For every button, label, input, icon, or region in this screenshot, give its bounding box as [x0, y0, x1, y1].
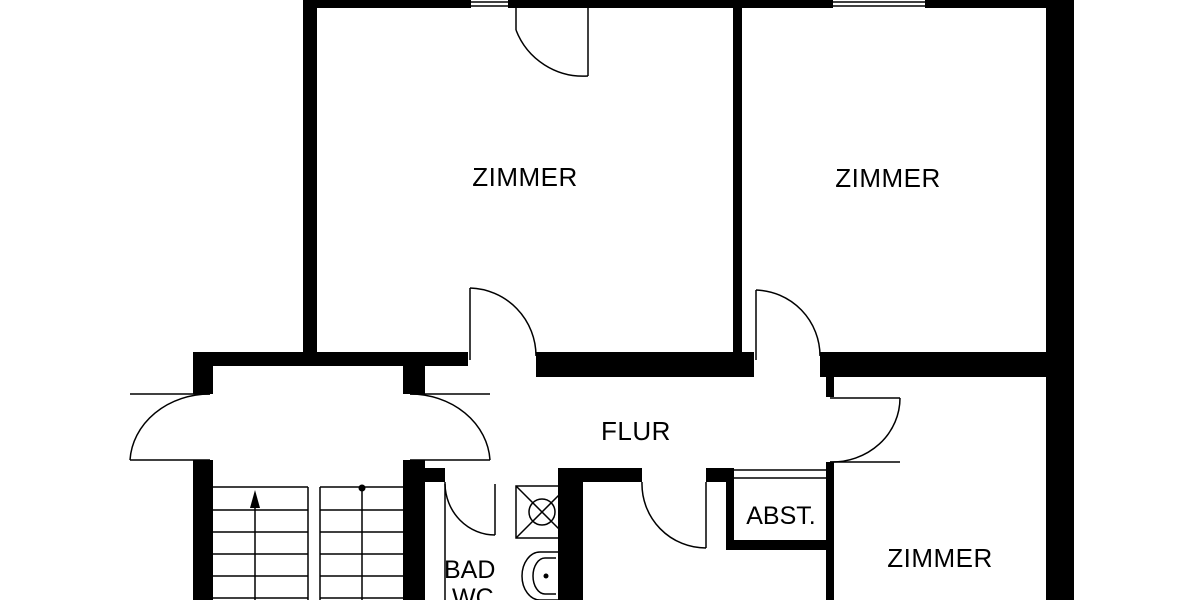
door-zimmer-left: [469, 287, 537, 360]
room-label-wc: WC: [452, 584, 494, 600]
walls: [193, 0, 1074, 600]
bath-fixtures: [515, 485, 569, 600]
room-labels: ZIMMER ZIMMER FLUR ZIMMER ABST. BAD WC: [444, 162, 993, 600]
door-lower-middle: [641, 481, 707, 549]
room-label-bad: BAD: [444, 556, 495, 584]
doors: [129, 8, 901, 549]
stair-start-dot: [358, 484, 366, 492]
door-top: [515, 8, 589, 77]
shower-icon: [515, 485, 569, 539]
washbasin-icon: [521, 551, 558, 600]
door-zimmer-bottom: [829, 397, 901, 463]
room-label-flur: FLUR: [601, 416, 671, 446]
stair-direction-arrow: [250, 490, 260, 508]
door-entrance-double: [129, 393, 491, 461]
room-label-zimmer-top-right: ZIMMER: [835, 163, 941, 193]
room-label-abstellraum: ABST.: [746, 502, 815, 530]
door-zimmer-right: [755, 289, 821, 360]
room-label-zimmer-bottom-right: ZIMMER: [887, 543, 993, 573]
window-lines: [425, 1, 925, 600]
staircase: [213, 484, 403, 600]
door-bad: [444, 483, 496, 536]
room-label-zimmer-top-left: ZIMMER: [472, 162, 578, 192]
